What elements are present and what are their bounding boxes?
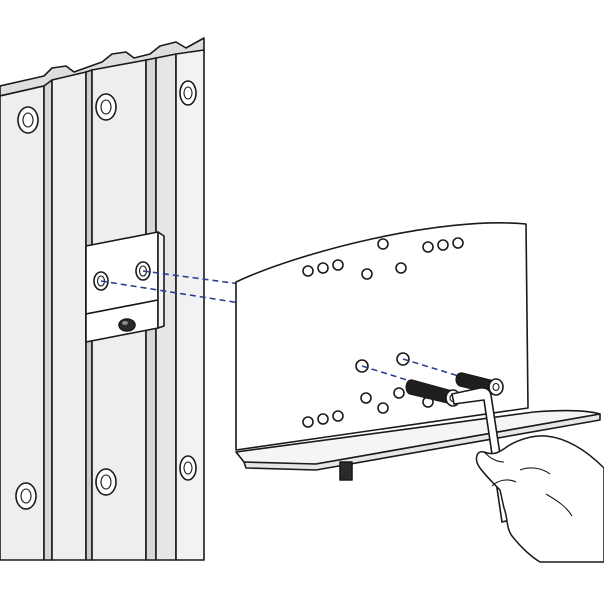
rail-hole — [17, 106, 39, 134]
rail-hole — [95, 468, 117, 496]
bottom-stud — [339, 461, 353, 481]
plate-holes-upper-mid — [361, 238, 407, 280]
bolt-guide — [402, 358, 463, 378]
hand — [475, 435, 604, 563]
rail-hole — [179, 455, 197, 481]
alignment-guide — [100, 280, 241, 304]
alignment-guide — [142, 270, 241, 285]
adapter-bracket — [85, 231, 165, 343]
rail-hole — [179, 80, 197, 106]
rail-hole — [95, 93, 117, 121]
rail-hole — [15, 482, 37, 510]
plate-holes-upper-left — [302, 259, 344, 277]
plate-holes-lower-left — [302, 410, 344, 428]
plate-holes-lower-mid — [355, 352, 434, 414]
plate-holes-upper-right — [422, 237, 464, 253]
set-screw — [118, 318, 136, 332]
